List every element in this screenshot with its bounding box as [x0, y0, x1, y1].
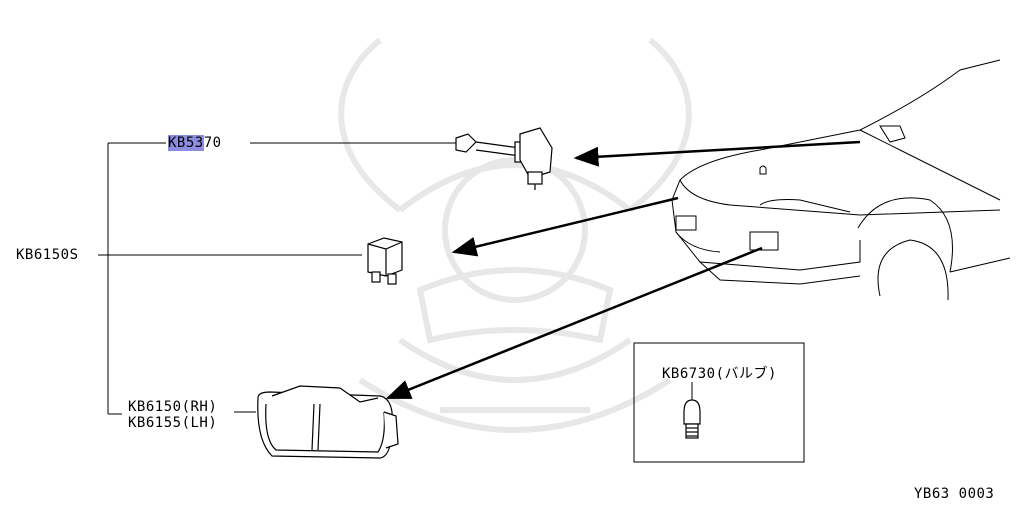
part-label-kb6730[interactable]: KB6730(バルブ): [662, 366, 777, 382]
part-label-kb6150s[interactable]: KB6150S: [16, 247, 79, 263]
relay-box-part: [367, 237, 403, 285]
bulb-icon: [683, 399, 701, 439]
part-label-kb6150-rh[interactable]: KB6150(RH): [128, 399, 218, 415]
leader-lines: [98, 142, 693, 415]
bulb-inset-box: [633, 342, 805, 463]
part-label-kb5370[interactable]: KB5370: [168, 135, 222, 151]
figure-code: YB63 0003: [914, 486, 995, 502]
part-label-kb5370-suffix: 70: [203, 135, 222, 151]
relay-switch-part: [455, 127, 553, 190]
part-label-kb6155-lh[interactable]: KB6155(LH): [128, 415, 218, 431]
fog-lamp-part: [257, 385, 399, 459]
pointer-arrows: [385, 140, 861, 400]
part-label-kb5370-highlight: KB53: [168, 135, 204, 151]
samurai-helmet-watermark-icon: [338, 37, 692, 433]
car-outline: [671, 59, 1011, 301]
